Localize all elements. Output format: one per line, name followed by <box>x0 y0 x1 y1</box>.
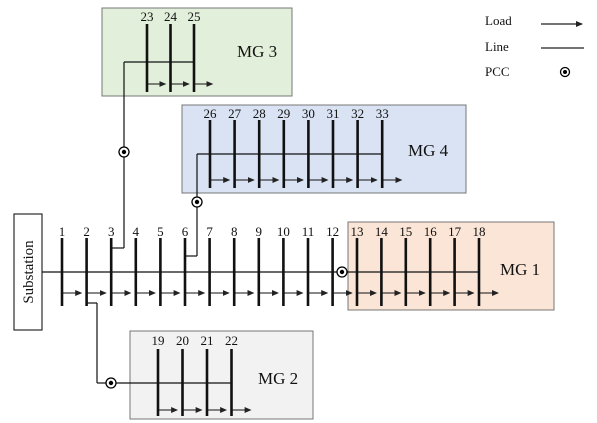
pcc-mg1 <box>336 266 348 278</box>
mg2-label: MG 2 <box>258 369 298 388</box>
bus-label: 31 <box>327 106 340 121</box>
bus-label: 8 <box>231 224 238 239</box>
bus-label: 4 <box>133 224 140 239</box>
legend: Load Line PCC <box>485 13 584 79</box>
bus-label: 22 <box>225 333 238 348</box>
bus-label: 24 <box>164 9 178 24</box>
bus-label: 27 <box>228 106 242 121</box>
bus-label: 5 <box>157 224 164 239</box>
bus-label: 12 <box>326 224 339 239</box>
pcc-mg3 <box>118 146 130 158</box>
bus-label: 16 <box>424 224 438 239</box>
substation-label: Substation <box>21 240 37 304</box>
bus-label: 19 <box>152 333 165 348</box>
bus-label: 28 <box>253 106 266 121</box>
bus-label: 18 <box>473 224 486 239</box>
bus-label: 21 <box>201 333 214 348</box>
bus-label: 10 <box>277 224 290 239</box>
pcc-mg2 <box>105 377 117 389</box>
bus-label: 2 <box>83 224 90 239</box>
substation-box <box>13 213 43 331</box>
bus-label: 32 <box>351 106 364 121</box>
bus-label: 14 <box>375 224 389 239</box>
bus-label: 9 <box>256 224 263 239</box>
network-lines <box>42 24 500 416</box>
legend-line-label: Line <box>485 39 509 54</box>
bus-label: 30 <box>302 106 315 121</box>
bus-label: 23 <box>141 9 154 24</box>
bus-label: 1 <box>59 224 66 239</box>
legend-pcc-symbol <box>559 66 571 78</box>
bus-label: 13 <box>351 224 364 239</box>
pcc-markers <box>105 146 348 389</box>
bus-label: 15 <box>399 224 412 239</box>
bus-label: 26 <box>204 106 218 121</box>
pcc-mg4 <box>191 196 203 208</box>
bus-label: 33 <box>376 106 389 121</box>
legend-load-label: Load <box>485 13 512 28</box>
bus-label: 17 <box>448 224 462 239</box>
bus-label: 3 <box>108 224 115 239</box>
mg3-label: MG 3 <box>237 42 277 61</box>
bus-label: 11 <box>302 224 315 239</box>
bus-label: 7 <box>206 224 213 239</box>
mg4-label: MG 4 <box>408 141 449 160</box>
mg2-box <box>129 330 314 420</box>
mg3-box <box>101 7 293 97</box>
bus-label: 29 <box>277 106 290 121</box>
legend-pcc-label: PCC <box>485 64 510 79</box>
bus-label: 20 <box>176 333 189 348</box>
bus-label: 25 <box>188 9 201 24</box>
mg1-label: MG 1 <box>500 260 540 279</box>
bus-label: 6 <box>182 224 189 239</box>
